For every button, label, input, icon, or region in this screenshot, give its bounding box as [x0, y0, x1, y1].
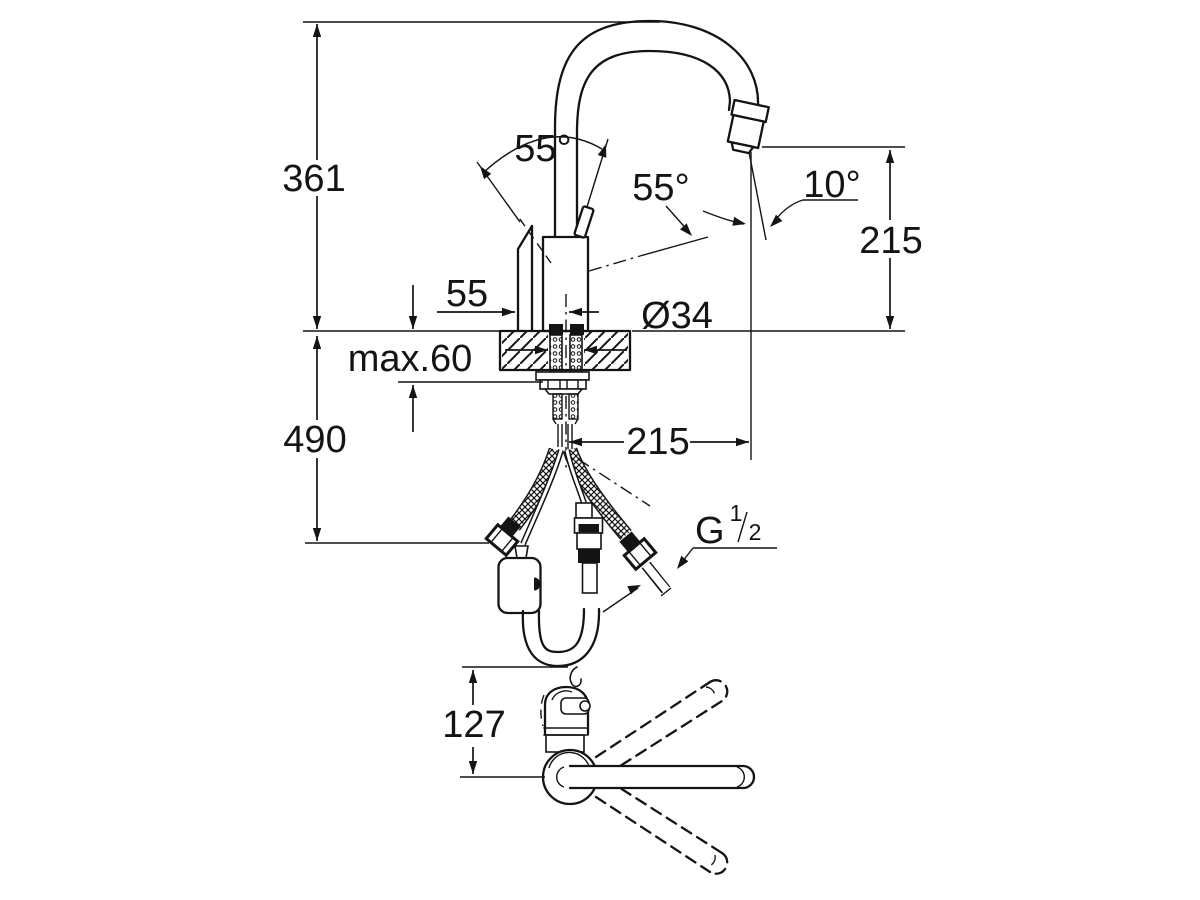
pullout-hose [520, 449, 651, 546]
supply-hose-left [484, 447, 564, 558]
dim-reach-label: 215 [626, 421, 689, 463]
g-half-tailpipe [641, 561, 672, 597]
mounting-shank [535, 324, 590, 449]
lever-dashed-left [516, 214, 552, 264]
thread-denominator-label: 2 [749, 519, 762, 545]
dim-spout-height-label: 215 [859, 220, 922, 262]
plan-arm-dashed-upper [594, 679, 729, 777]
side-view [476, 19, 770, 668]
angle-left-arc [483, 136, 603, 173]
dim-hole-diameter-label: Ø34 [641, 295, 713, 337]
supply-hose-right [562, 447, 672, 597]
dim-plan-offset-label: 127 [442, 704, 505, 746]
lever-tip-curl [569, 666, 582, 688]
dim-deck-thickness-label: max.60 [348, 338, 473, 380]
plan-arm-dashed-lower [594, 777, 729, 875]
dimension-labels: 361 55° 55° 10° 215 55 Ø34 max.60 490 21… [282, 128, 922, 746]
spout-arch [553, 19, 760, 239]
spray-head [726, 98, 770, 155]
lever-solid [573, 138, 611, 239]
plan-spout-arm [556, 764, 756, 790]
angle-right-label: 55° [632, 167, 689, 209]
angle-spray-label: 10° [803, 164, 860, 206]
hose-nut-left [484, 522, 520, 558]
check-valve-weight [497, 545, 542, 615]
side-strip [516, 224, 534, 333]
faucet-body [541, 235, 590, 333]
lever-dashdot-right [588, 255, 641, 272]
thread-letter-label: G [695, 510, 725, 552]
spray-axis-line [748, 151, 767, 241]
spray-coupling [573, 502, 604, 594]
hose-loop [521, 607, 601, 668]
angle-right-leg-line [639, 236, 709, 257]
angle-left-label: 55° [514, 128, 571, 170]
thread-numerator-label: 1 [730, 500, 743, 526]
dim-hose-depth-label: 490 [283, 419, 346, 461]
plan-view [540, 666, 756, 875]
hose-nut-right [622, 536, 658, 572]
dim-back-offset-label: 55 [446, 273, 488, 315]
plan-lever-dome [540, 685, 591, 753]
dimension-lines [303, 21, 905, 778]
dim-total-height-label: 361 [282, 158, 345, 200]
